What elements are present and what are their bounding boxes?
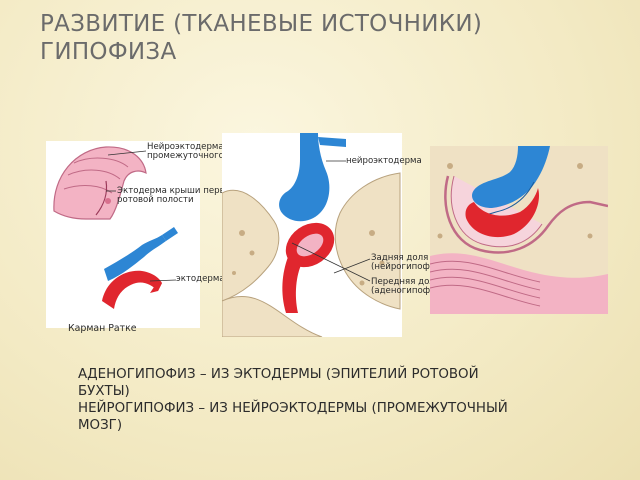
label-rathke-pouch: Карман Ратке: [68, 323, 137, 334]
stage-1-diagram: [46, 141, 200, 328]
title-line-1: РАЗВИТИЕ (ТКАНЕВЫЕ ИСТОЧНИКИ): [40, 11, 483, 37]
label-anterior-lobe: Передняя доля (аденогипофиз): [371, 277, 444, 296]
slide-title: РАЗВИТИЕ (ТКАНЕВЫЕ ИСТОЧНИКИ) ГИПОФИЗА: [40, 10, 620, 66]
caption-line-3: НЕЙРОГИПОФИЗ – ИЗ НЕЙРОЭКТОДЕРМЫ (ПРОМЕЖ…: [78, 401, 508, 416]
caption-line-4: МОЗГ): [78, 418, 123, 433]
label-neuroectoderm-funnel: Нейроэктодерма воронки промежуточного мо…: [147, 142, 264, 161]
caption-line-2: БУХТЫ): [78, 384, 130, 399]
caption-line-1: АДЕНОГИПОФИЗ – ИЗ ЭКТОДЕРМЫ (ЭПИТЕЛИЙ РО…: [78, 367, 479, 382]
label-ectoderm: эктодерма: [176, 274, 225, 284]
stage-1-illustration: [53, 146, 178, 309]
stage-3-diagram: [430, 146, 608, 314]
label-neuroectoderm: нейроэктодерма: [346, 156, 422, 166]
caption-text: АДЕНОГИПОФИЗ – ИЗ ЭКТОДЕРМЫ (ЭПИТЕЛИЙ РО…: [78, 366, 598, 434]
stage-2-diagram: [222, 133, 402, 337]
title-line-2: ГИПОФИЗА: [40, 39, 177, 65]
label-ectoderm-roof: Эктодерма крыши первичной ротовой полост…: [117, 186, 252, 205]
stage-3-illustration: [430, 146, 608, 314]
label-posterior-lobe: Задняя доля (нейрогипофиз): [371, 253, 444, 272]
stage-2-illustration: [222, 133, 401, 337]
